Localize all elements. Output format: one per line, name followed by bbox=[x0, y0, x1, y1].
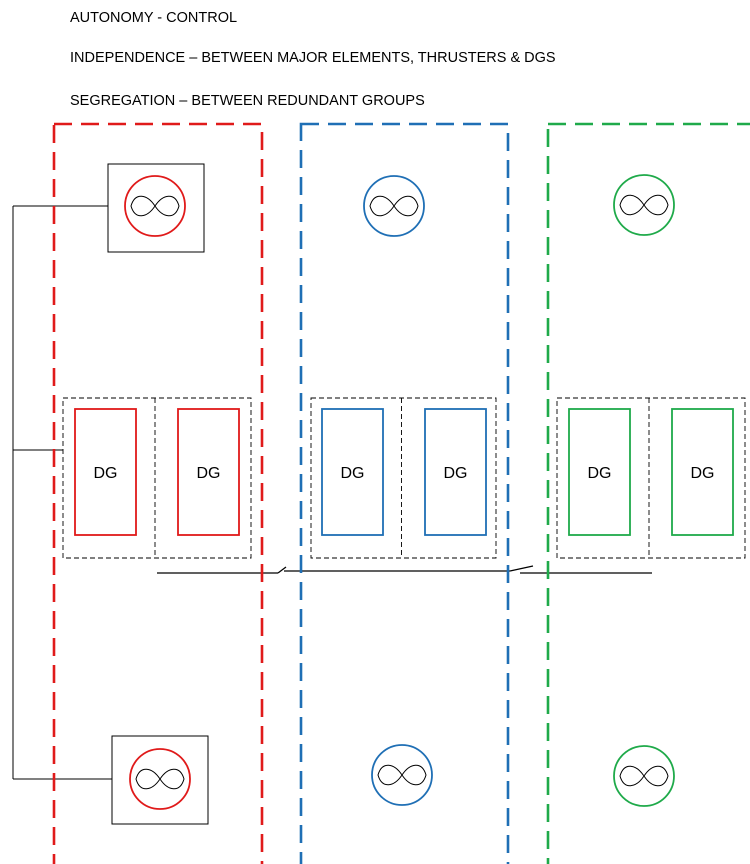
dg-label: DG bbox=[94, 465, 118, 482]
thruster-top-blue bbox=[363, 175, 425, 237]
thruster-top-green bbox=[613, 174, 675, 236]
bus-tie-breaker-1 bbox=[277, 566, 287, 574]
bus-tie-breaker-2 bbox=[509, 565, 534, 572]
header-independence: INDEPENDENCE – BETWEEN MAJOR ELEMENTS, T… bbox=[70, 50, 556, 66]
dg-body bbox=[424, 408, 487, 536]
zone-boundary-red bbox=[52, 122, 264, 864]
thruster-bottom-red bbox=[129, 748, 191, 810]
dg-body bbox=[568, 408, 631, 536]
dg-label: DG bbox=[588, 465, 612, 482]
diesel-generator-green-2: DG bbox=[671, 408, 734, 536]
thruster-bottom-green bbox=[613, 745, 675, 807]
switchboard-bus bbox=[157, 565, 652, 574]
dg-label: DG bbox=[444, 465, 468, 482]
zone-boundary-blue bbox=[299, 122, 510, 864]
group-blue: DG DG bbox=[299, 122, 510, 864]
group-red: DG DG bbox=[52, 122, 264, 864]
diesel-generator-green-1: DG bbox=[568, 408, 631, 536]
diesel-generator-blue-1: DG bbox=[321, 408, 384, 536]
dg-body bbox=[74, 408, 137, 536]
dg-compartment-blue bbox=[310, 397, 497, 559]
dg-compartment-red bbox=[62, 397, 252, 559]
dg-compartment-green bbox=[556, 397, 746, 559]
propeller-icon bbox=[619, 194, 669, 216]
thruster-top-red bbox=[124, 175, 186, 237]
diesel-generator-red-2: DG bbox=[177, 408, 240, 536]
control-wiring bbox=[12, 205, 112, 780]
dg-label: DG bbox=[691, 465, 715, 482]
dg-body bbox=[671, 408, 734, 536]
propeller-icon bbox=[130, 195, 180, 217]
dg-body bbox=[177, 408, 240, 536]
dg-label: DG bbox=[197, 465, 221, 482]
dg-label: DG bbox=[341, 465, 365, 482]
diesel-generator-blue-2: DG bbox=[424, 408, 487, 536]
propeller-icon bbox=[369, 195, 419, 217]
group-green: DG DG bbox=[546, 122, 750, 864]
header-autonomy: AUTONOMY - CONTROL bbox=[70, 10, 238, 26]
propeller-icon bbox=[619, 765, 669, 787]
header-segregation: SEGREGATION – BETWEEN REDUNDANT GROUPS bbox=[70, 93, 425, 109]
thruster-bottom-blue bbox=[371, 744, 433, 806]
propeller-icon bbox=[135, 768, 185, 790]
diesel-generator-red-1: DG bbox=[74, 408, 137, 536]
redundant-groups: DG DG DG DG DG DG bbox=[52, 122, 750, 864]
dg-body bbox=[321, 408, 384, 536]
propeller-icon bbox=[377, 764, 427, 786]
